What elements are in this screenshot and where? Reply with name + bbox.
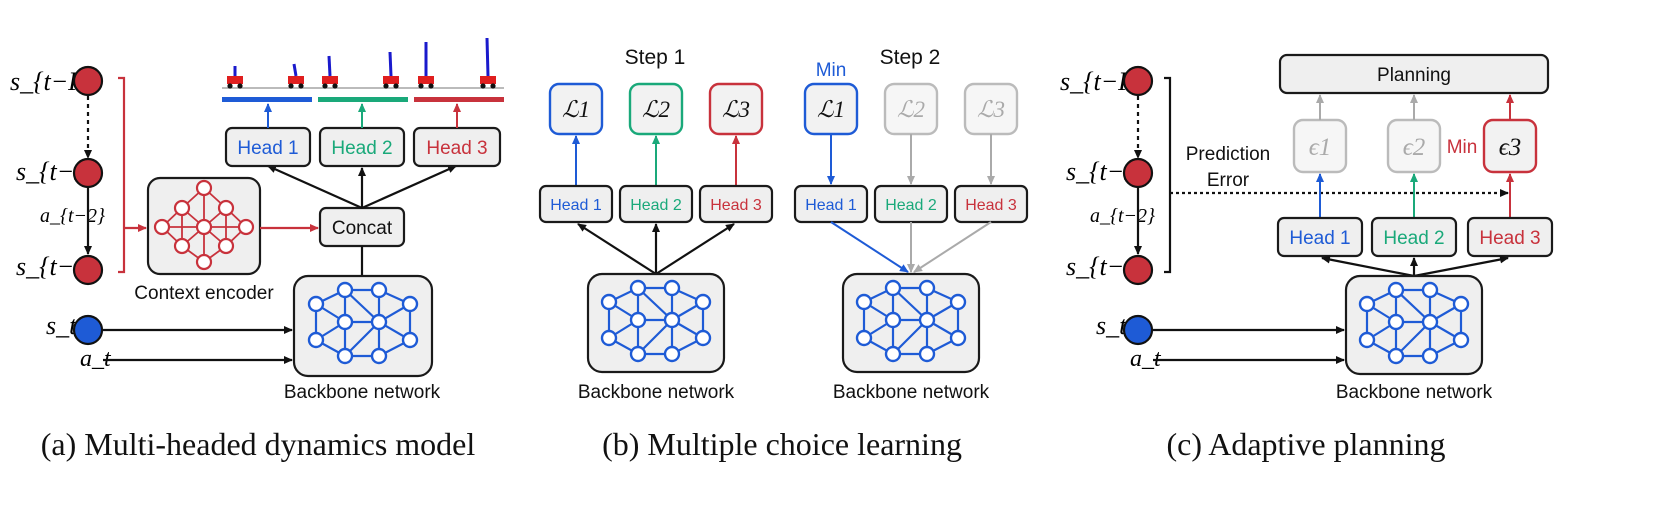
panel-a: s_{t−K} s_{t−2} a_{t−2} s_{t−1} s_t a_t	[10, 37, 504, 462]
c-head3-label: Head 3	[1479, 228, 1540, 249]
state-label-t: s_t	[46, 311, 77, 340]
action-label-t-minus-2: a_{t−2}	[40, 205, 105, 227]
planning-label: Planning	[1377, 65, 1451, 86]
prediction-error-label-line2: Error	[1207, 170, 1250, 191]
step2-loss1-label: ℒ1	[817, 97, 845, 122]
c-state-node-t-minus-k	[1122, 65, 1154, 97]
head1-label: Head 1	[237, 138, 298, 159]
step1-loss3-label: ℒ3	[722, 97, 750, 122]
context-encoder-graph-icon	[153, 179, 255, 271]
c-backbone-label: Backbone network	[1336, 382, 1493, 403]
step2-loss3-label: ℒ3	[977, 97, 1005, 122]
history-bracket	[118, 76, 126, 274]
step2-backbone-box	[841, 272, 981, 374]
c-head3-box	[1466, 216, 1554, 258]
step1-head2-box	[618, 184, 694, 224]
step2-loss2-label: ℒ2	[897, 97, 925, 122]
concat-to-head1-arrow	[267, 164, 363, 210]
c-state-node-t-minus-1	[1122, 254, 1154, 286]
c-state-node-t-minus-2	[1122, 157, 1154, 189]
head2-prediction-bar	[318, 97, 408, 102]
step1-backbone-to-head1-arrow	[577, 223, 657, 275]
step1-loss1-label: ℒ1	[562, 97, 590, 122]
head3-label: Head 3	[426, 138, 487, 159]
step1-backbone-to-head3-arrow	[655, 223, 735, 275]
step2-head3-to-backbone-arrow	[913, 221, 992, 273]
c-head1-label: Head 1	[1289, 228, 1350, 249]
step1-backbone-box	[586, 272, 726, 374]
c-backbone-to-head3-arrow	[1413, 255, 1509, 278]
c-min-label: Min	[1447, 137, 1478, 158]
min-label: Min	[816, 60, 847, 81]
state-node-t-minus-2	[72, 157, 104, 189]
state-node-t	[72, 314, 104, 346]
step1-loss3-box	[708, 82, 764, 136]
step1-loss1-box	[548, 82, 604, 136]
step1-loss2-box	[628, 82, 684, 136]
concat-label: Concat	[332, 218, 393, 239]
c-state-node-t	[1122, 314, 1154, 346]
step1-head3-label: Head 3	[710, 197, 762, 214]
error2-label: ϵ2	[1403, 134, 1426, 161]
step2-backbone-network-icon	[855, 279, 967, 363]
caption-a: (a) Multi-headed dynamics model	[41, 426, 476, 462]
step1-backbone-network-icon	[600, 279, 712, 363]
c-history-bracket	[1164, 76, 1172, 274]
backbone-graph	[307, 281, 419, 365]
step2-label: Step 2	[880, 46, 941, 69]
step1-label: Step 1	[625, 46, 686, 69]
step2-head1-to-backbone-arrow	[830, 221, 909, 273]
step1-head2-label: Head 2	[630, 197, 682, 214]
step2-head2-label: Head 2	[885, 197, 937, 214]
step2-backbone-label: Backbone network	[833, 382, 990, 403]
planning-box	[1278, 53, 1550, 95]
c-backbone-to-head1-arrow	[1321, 255, 1415, 278]
c-action-label-t-minus-2: a_{t−2}	[1090, 205, 1155, 227]
step1-loss2-label: ℒ2	[642, 97, 670, 122]
head1-prediction-bar	[222, 97, 312, 102]
concat-to-head3-arrow	[361, 164, 457, 210]
caption-c: (c) Adaptive planning	[1166, 426, 1445, 462]
step1-head1-label: Head 1	[550, 197, 602, 214]
cartpole-predictions-icon	[222, 37, 504, 89]
state-node-t-minus-1	[72, 254, 104, 286]
step1-head1-box	[538, 184, 614, 224]
step1-head3-box	[698, 184, 774, 224]
head2-label: Head 2	[331, 138, 392, 159]
step1-backbone-label: Backbone network	[578, 382, 735, 403]
backbone-label: Backbone network	[284, 382, 441, 403]
prediction-error-label-line1: Prediction	[1186, 144, 1271, 165]
caption-b: (b) Multiple choice learning	[602, 426, 962, 462]
head3-prediction-bar	[414, 97, 504, 102]
c-backbone-network-icon	[1358, 281, 1470, 365]
panel-c: Planning s_{t−K} s_{t−2} a_{t−2} s_{t−1}…	[1060, 53, 1554, 462]
c-backbone-box	[1344, 274, 1484, 376]
step2-head1-label: Head 1	[805, 197, 857, 214]
c-state-label-t: s_t	[1096, 311, 1127, 340]
error3-label: ϵ3	[1499, 134, 1522, 161]
error1-label: ϵ1	[1309, 134, 1332, 161]
step2-head3-label: Head 3	[965, 197, 1017, 214]
c-head1-box	[1276, 216, 1364, 258]
c-head2-box	[1370, 216, 1458, 258]
state-node-t-minus-k	[72, 65, 104, 97]
backbone-box	[292, 274, 434, 378]
panel-b: Step 1 Step 2 Min ℒ1 ℒ2 ℒ3 Head 1 Head 2…	[538, 46, 1029, 462]
c-head2-label: Head 2	[1383, 228, 1444, 249]
backbone-network-icon	[307, 281, 419, 365]
context-encoder-label: Context encoder	[134, 283, 274, 304]
